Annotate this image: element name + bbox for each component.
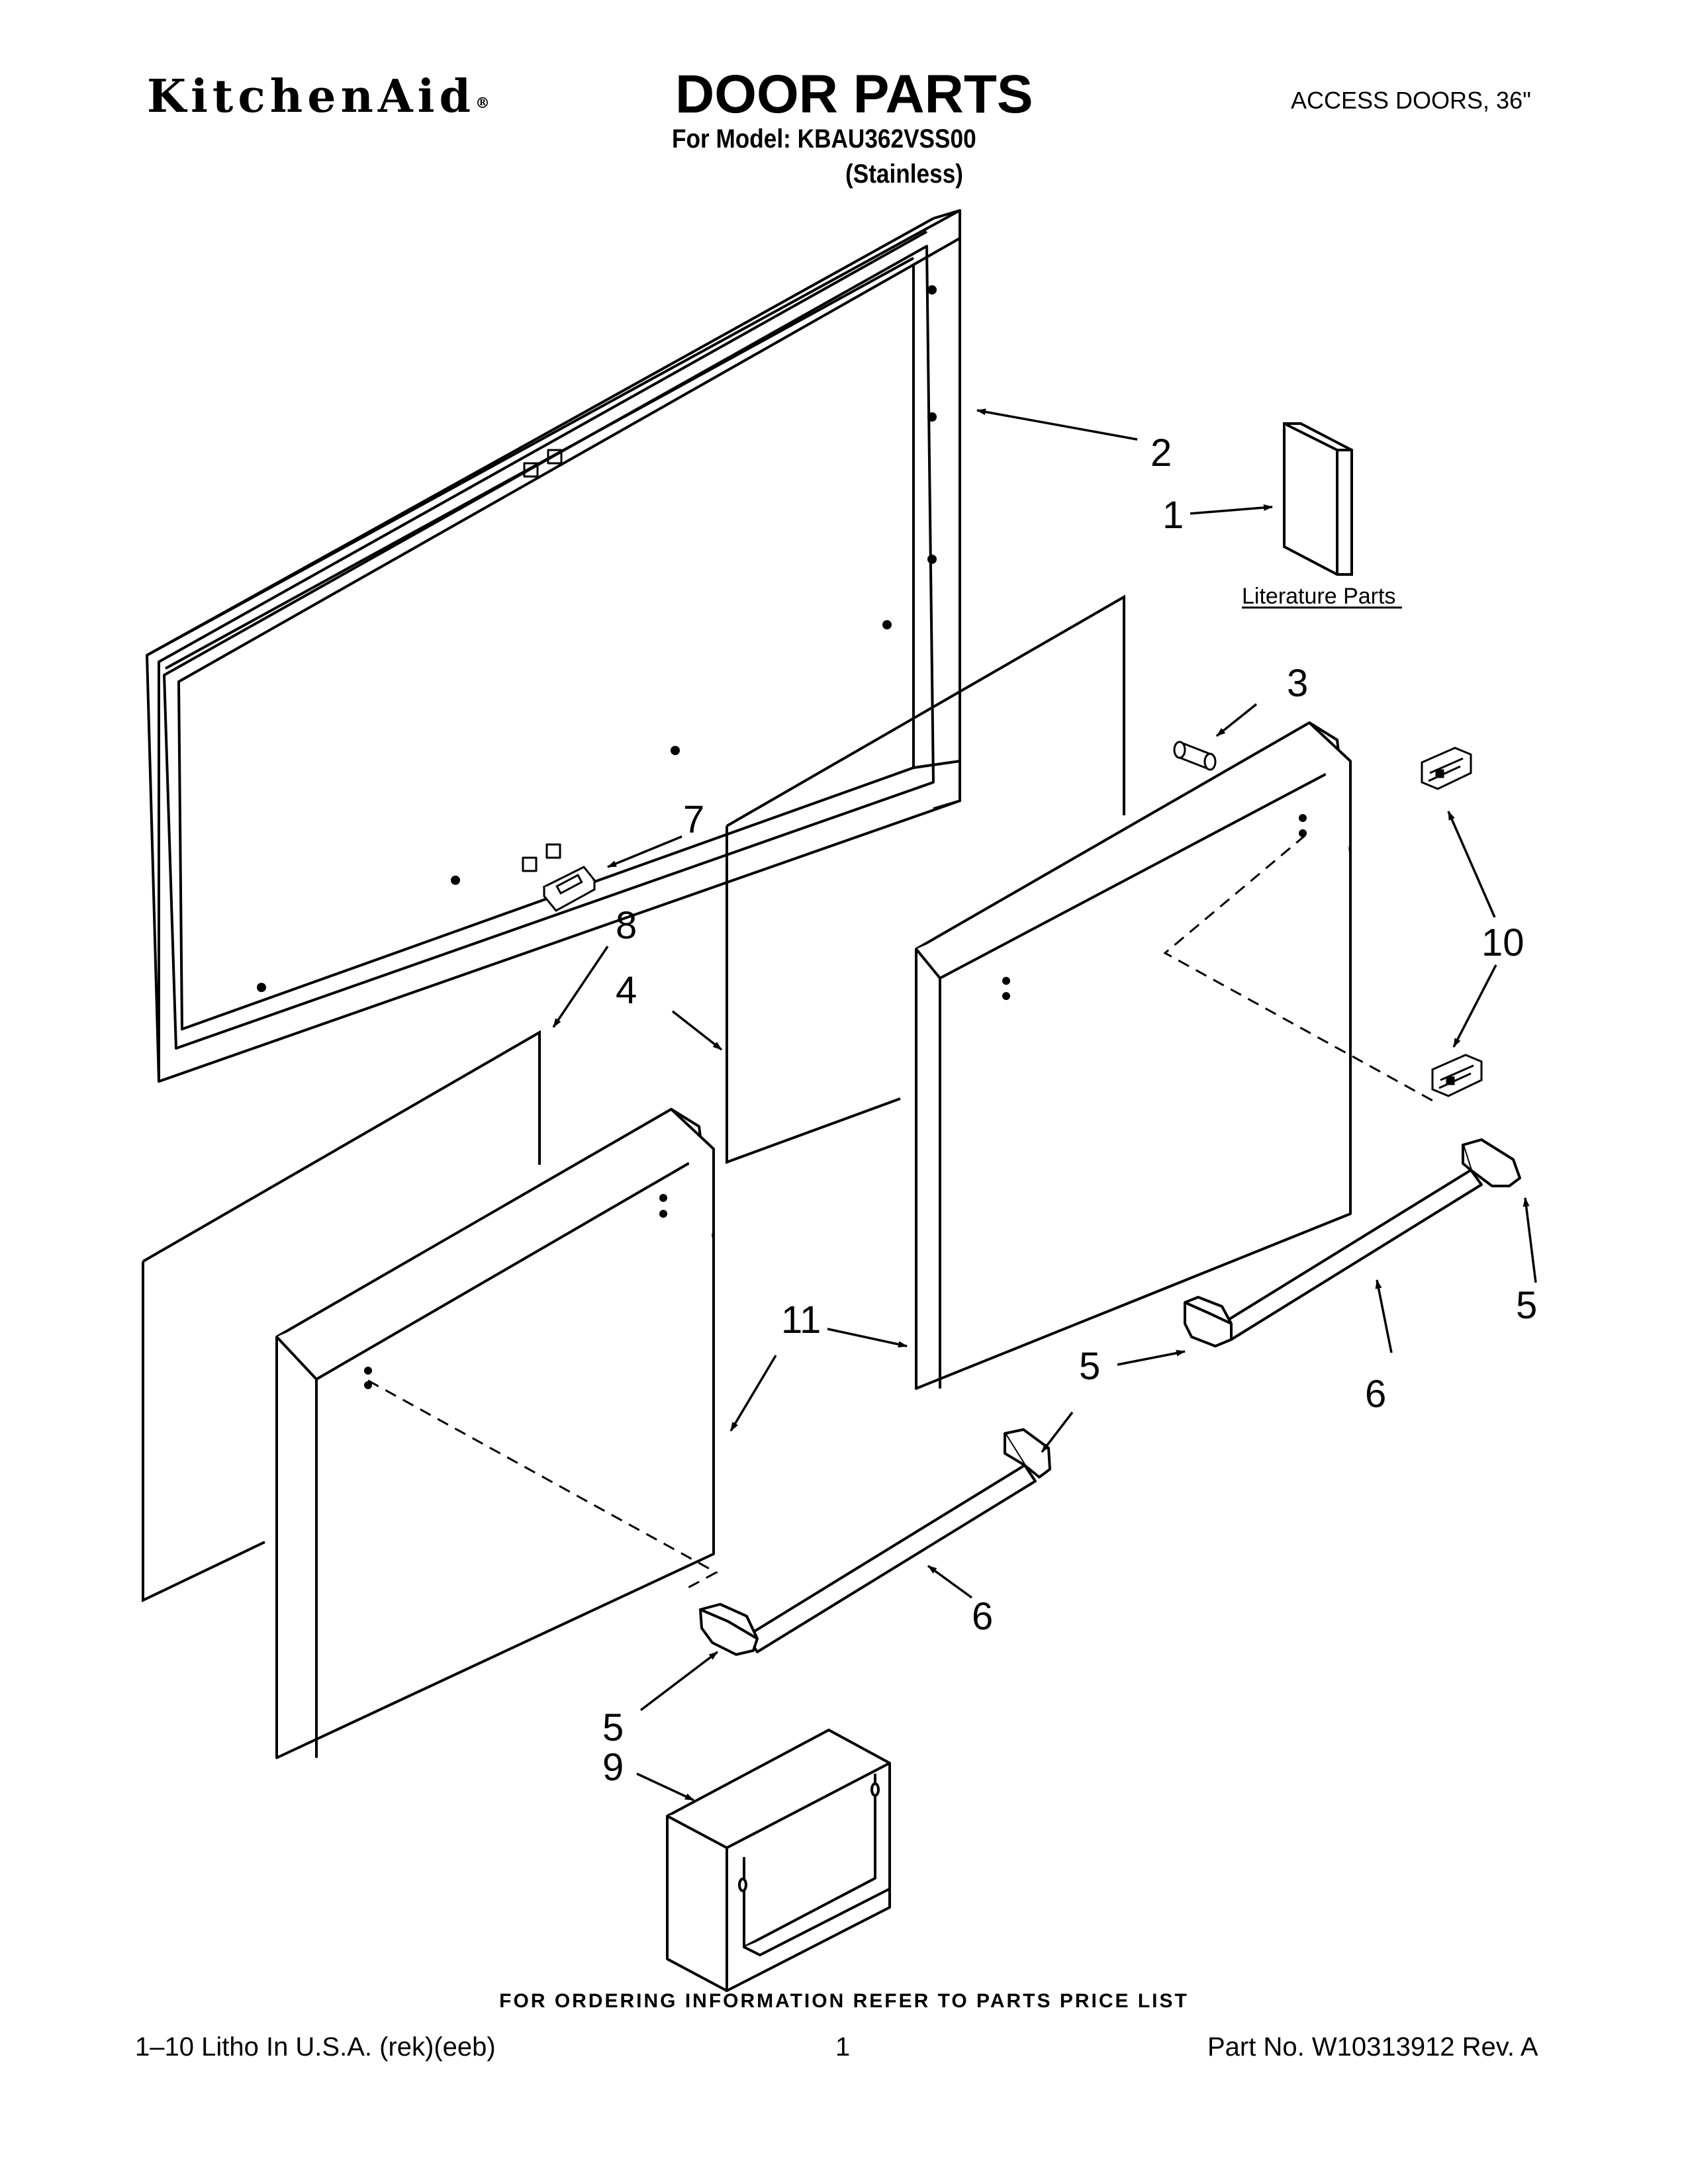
bracket-part-9 [666,1729,891,1992]
model-line: For Model: KBAU362VSS00 [672,124,976,154]
ordering-note: FOR ORDERING INFORMATION REFER TO PARTS … [499,1990,1189,2012]
page-number: 1 [835,2032,851,2062]
door-panel-lower [275,1108,715,1759]
callout-2: 2 [1150,432,1172,475]
callout-10: 10 [1481,921,1524,964]
literature-parts-label: Literature Parts [1242,584,1395,609]
page-title: DOOR PARTS [675,64,1033,124]
variant-label: (Stainless) [845,159,964,189]
callout-7: 7 [683,798,704,841]
callout-3: 3 [1287,662,1308,705]
panel-sheet-lower [142,1030,541,1603]
part-number: Part No. W10313912 Rev. A [1207,2032,1538,2062]
callout-5-lower: 5 [602,1706,624,1749]
callout-6-upper: 6 [1365,1373,1386,1416]
brand-logo: KitchenAid® [147,74,490,119]
callout-1: 1 [1162,494,1184,537]
callout-6-lower: 6 [972,1595,993,1638]
section-label: ACCESS DOORS, 36" [1291,87,1531,114]
handle-upper [1184,1138,1521,1347]
door-frame [146,209,961,1083]
litho-text: 1–10 Litho In U.S.A. (rek)(eeb) [135,2032,496,2062]
callout-5-upper-right: 5 [1516,1284,1537,1327]
callout-9: 9 [602,1746,624,1789]
callout-labels: 2 1 3 10 7 8 4 5 6 11 5 6 5 9 [602,432,1537,1789]
literature-book [1283,422,1353,576]
brand-name: KitchenAid [147,70,476,123]
hinge-upper [1421,747,1472,790]
callout-11: 11 [781,1298,821,1342]
callout-8: 8 [616,904,637,947]
handle-lower [699,1428,1051,1656]
leader-arrows [552,408,1537,1801]
panel-sheet-upper [726,594,1125,1164]
latch-part-7 [542,866,596,912]
callout-5-middle: 5 [1079,1345,1100,1388]
pin-part-3 [1173,741,1217,771]
registered-mark: ® [475,95,491,112]
callout-4: 4 [616,969,637,1012]
dashed-guides [367,834,1434,1592]
hinge-lower [1431,1054,1483,1097]
